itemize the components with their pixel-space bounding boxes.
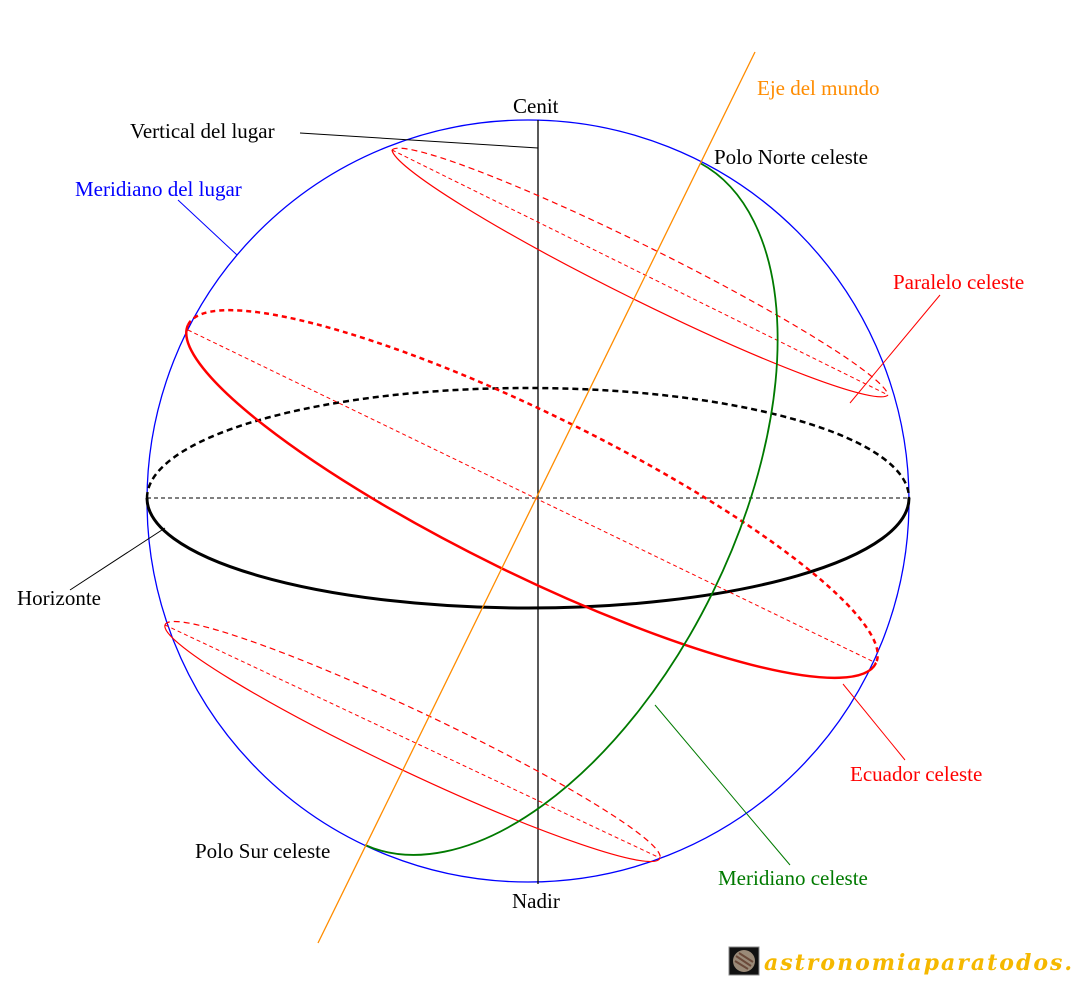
jupiter-bands <box>734 952 754 970</box>
label-ecuador: Ecuador celeste <box>850 762 982 786</box>
label-meridiano-lugar: Meridiano del lugar <box>75 177 242 201</box>
ecuador-leader <box>842 683 906 761</box>
label-paralelo: Paralelo celeste <box>893 270 1024 294</box>
label-eje: Eje del mundo <box>757 76 879 100</box>
celestial-sphere-outline <box>146 119 910 883</box>
meridiano-lugar-leader <box>177 199 238 256</box>
upper-parallel-chord <box>391 149 889 396</box>
paralelo-leader <box>849 294 941 404</box>
logo-text: astronomiaparatodos.com <box>764 950 1072 976</box>
lower-parallel-chord <box>164 624 661 859</box>
label-polo-norte: Polo Norte celeste <box>714 145 868 169</box>
meridiano-celeste-leader <box>654 704 791 866</box>
label-cenit: Cenit <box>513 94 559 118</box>
vertical-leader <box>299 132 539 149</box>
horizon-back <box>145 386 911 499</box>
equator-front <box>185 324 878 680</box>
equator-diameter <box>187 329 877 664</box>
upper-parallel-front <box>391 149 889 398</box>
world-axis <box>317 51 756 944</box>
celestial-meridian <box>364 162 779 856</box>
lower-parallel-back <box>164 620 661 859</box>
label-meridiano-celeste: Meridiano celeste <box>718 866 868 890</box>
label-polo-sur: Polo Sur celeste <box>195 839 330 863</box>
site-logo: astronomiaparatodos.com <box>728 946 1072 976</box>
label-horizonte: Horizonte <box>17 586 101 610</box>
lower-parallel-front <box>164 624 661 863</box>
label-vertical: Vertical del lugar <box>130 119 275 143</box>
upper-parallel-back <box>391 147 889 396</box>
horizonte-leader <box>69 527 166 591</box>
horizon-front <box>145 497 911 610</box>
label-nadir: Nadir <box>512 889 560 913</box>
